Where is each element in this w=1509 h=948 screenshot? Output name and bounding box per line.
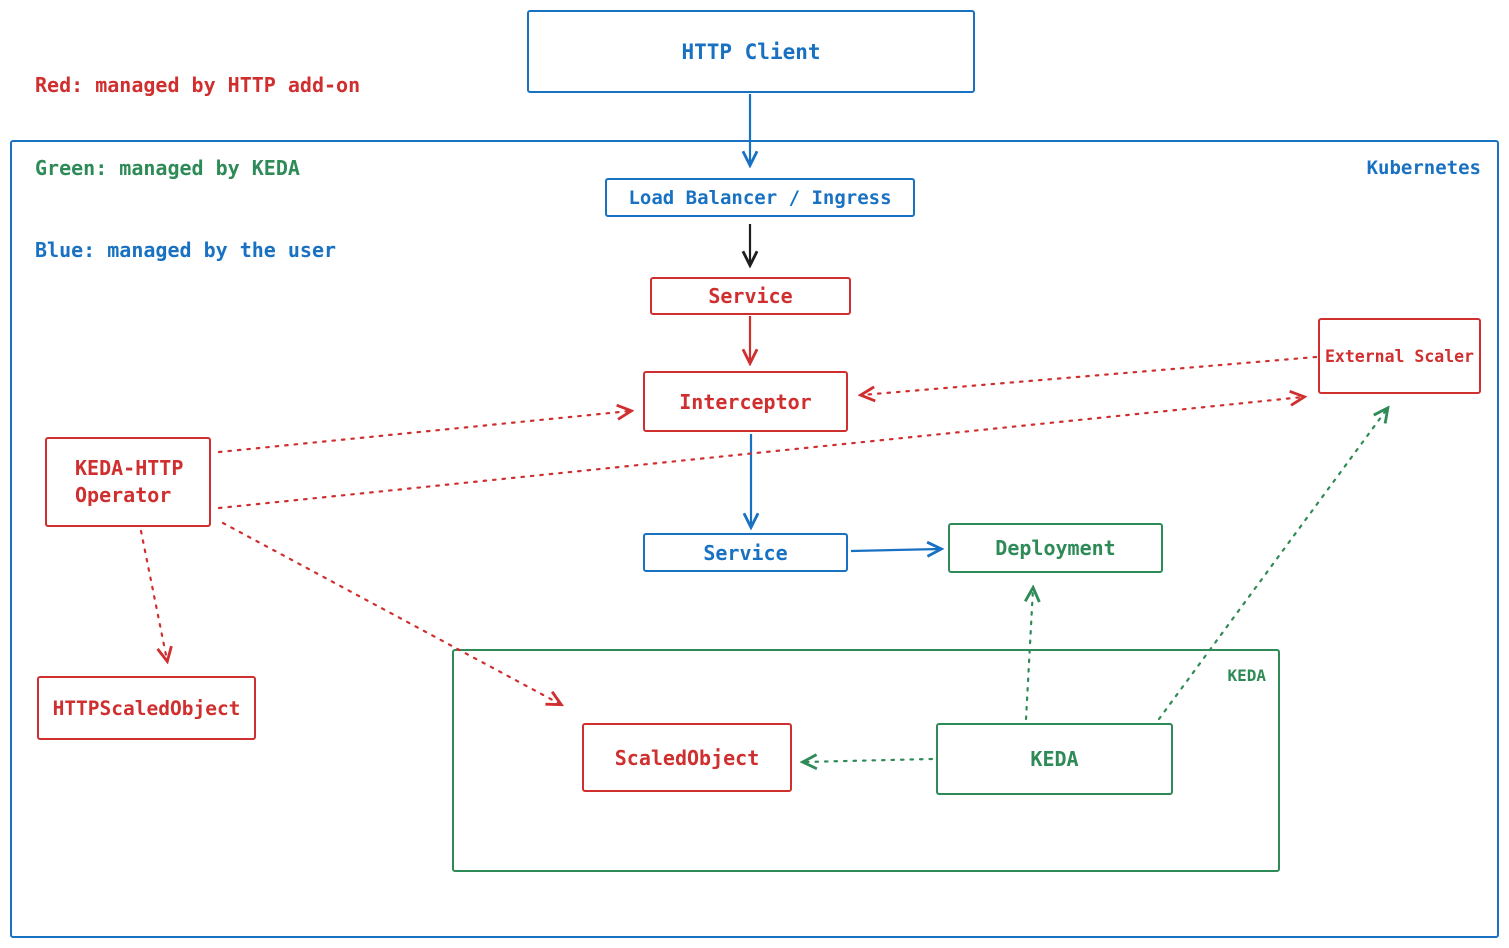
keda-container: KEDA (452, 649, 1280, 872)
edge-operator-to-external-scaler (217, 397, 1303, 510)
node-service-front-label: Service (708, 284, 793, 308)
node-scaledobject-label: ScaledObject (614, 745, 760, 770)
node-interceptor-label: Interceptor (679, 389, 812, 414)
edge-operator-to-scaledobject (221, 521, 560, 704)
node-keda-http-operator-label-line1: KEDA-HTTP (75, 456, 184, 480)
edge-keda-to-deployment (1026, 589, 1033, 721)
legend-green-line: Green: managed by KEDA (35, 155, 300, 180)
edge-keda-to-scaledobject (804, 759, 934, 762)
node-http-client-label: HTTP Client (681, 39, 821, 64)
node-load-balancer: Load Balancer / Ingress (605, 178, 915, 217)
edge-keda-to-external-scaler (1157, 409, 1387, 721)
legend-red-line: Red: managed by HTTP add-on (35, 73, 361, 97)
legend-blue-line: Blue: managed by the user (35, 238, 337, 262)
node-keda-http-operator-label-line2: Operator (75, 483, 172, 507)
node-deployment-label: Deployment (995, 536, 1116, 560)
node-keda: KEDA (936, 723, 1173, 795)
node-external-scaler-label: External Scaler (1324, 346, 1474, 366)
node-scaledobject: ScaledObject (582, 723, 792, 792)
edge-external-scaler-to-interceptor (862, 355, 1318, 395)
node-load-balancer-label: Load Balancer / Ingress (628, 186, 892, 209)
node-service-front: Service (650, 277, 851, 315)
edge-operator-to-interceptor (217, 411, 630, 454)
node-http-client: HTTP Client (527, 10, 975, 93)
edge-operator-to-httpscaledobject (139, 529, 167, 660)
node-keda-label: KEDA (1030, 747, 1079, 771)
node-deployment: Deployment (948, 523, 1163, 573)
node-keda-http-operator: KEDA-HTTP Operator (45, 437, 211, 527)
node-service-app: Service (643, 533, 848, 572)
node-interceptor: Interceptor (643, 371, 848, 432)
node-service-app-label: Service (703, 540, 788, 565)
node-external-scaler: External Scaler (1318, 318, 1481, 394)
kubernetes-label: Kubernetes (1366, 157, 1481, 179)
kubernetes-container: Kubernetes (10, 140, 1499, 938)
node-httpscaledobject-label: HTTPScaledObject (52, 696, 241, 720)
node-httpscaledobject: HTTPScaledObject (37, 676, 256, 740)
keda-container-label: KEDA (1227, 666, 1266, 685)
edge-service-app-to-deployment (850, 549, 940, 551)
legend: Red: managed by HTTP add-on Green: manag… (35, 17, 360, 320)
